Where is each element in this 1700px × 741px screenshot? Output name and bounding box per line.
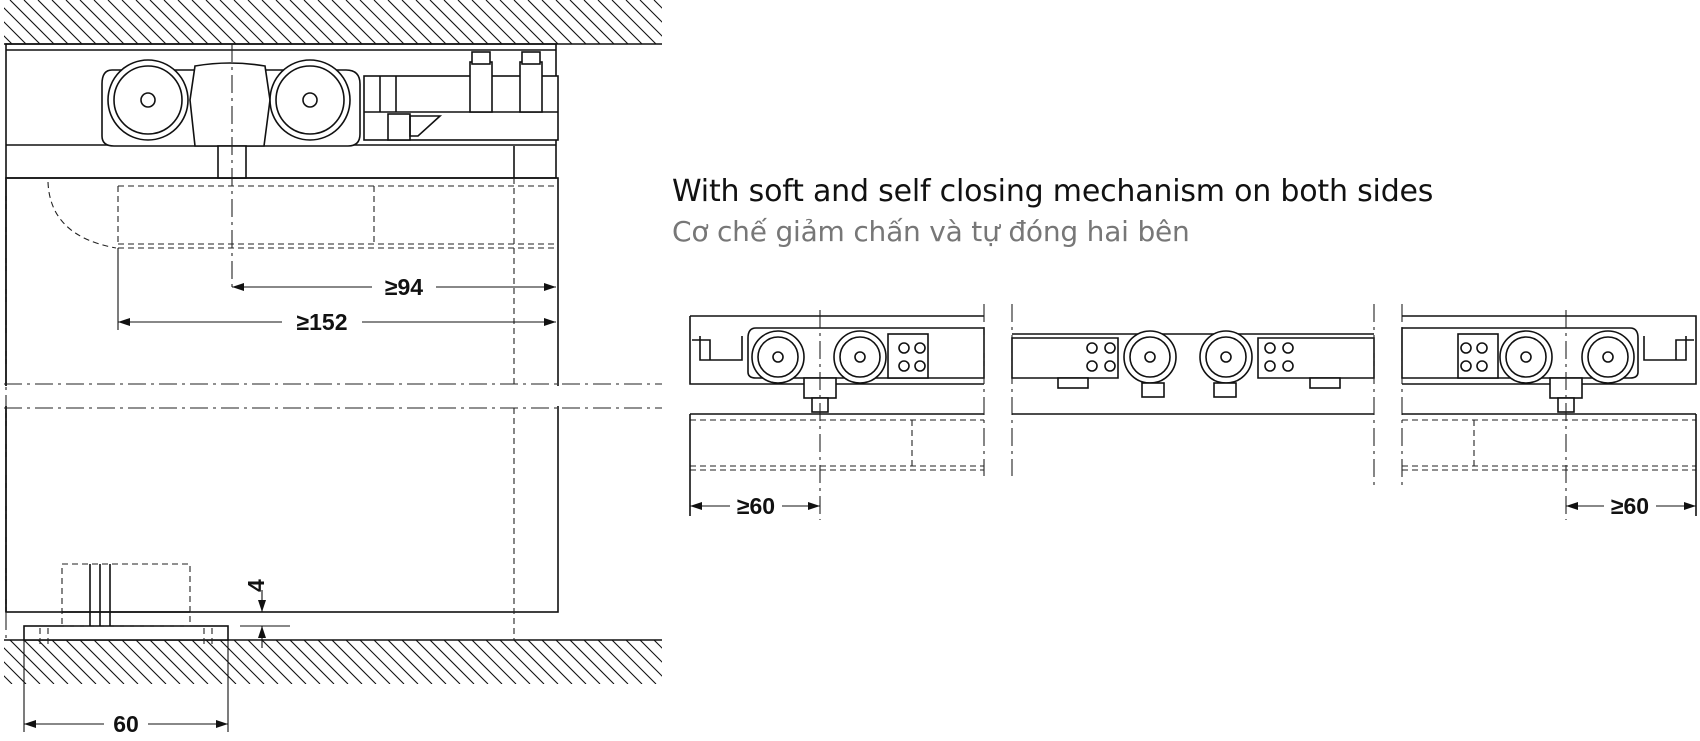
- roller-wheel-left: [107, 59, 189, 141]
- left-section-view: ≥94 ≥152 4 60: [4, 0, 662, 737]
- dimension-60: 60: [113, 711, 139, 737]
- dimension-gap-4: 4: [243, 579, 269, 592]
- mechanism-title-vi: Cơ chế giảm chấn và tự đóng hai bên: [672, 215, 1190, 248]
- ceiling-hatching: [4, 0, 662, 44]
- carriage-center-block: [189, 62, 271, 147]
- dimension-min-152: ≥152: [297, 309, 348, 335]
- center-roller-right: [1199, 330, 1253, 384]
- floor-guide: [23, 625, 229, 641]
- mechanism-title-en: With soft and self closing mechanism on …: [672, 174, 1434, 209]
- dimension-min-94: ≥94: [385, 274, 423, 300]
- roller-wheel-right: [269, 59, 351, 141]
- floor-hatching: [4, 640, 662, 684]
- dimension-left-min-60: ≥60: [737, 493, 775, 519]
- dimension-right-min-60: ≥60: [1611, 493, 1649, 519]
- center-roller-left: [1123, 330, 1177, 384]
- right-elevation-view: ≥60 ≥60: [689, 304, 1697, 520]
